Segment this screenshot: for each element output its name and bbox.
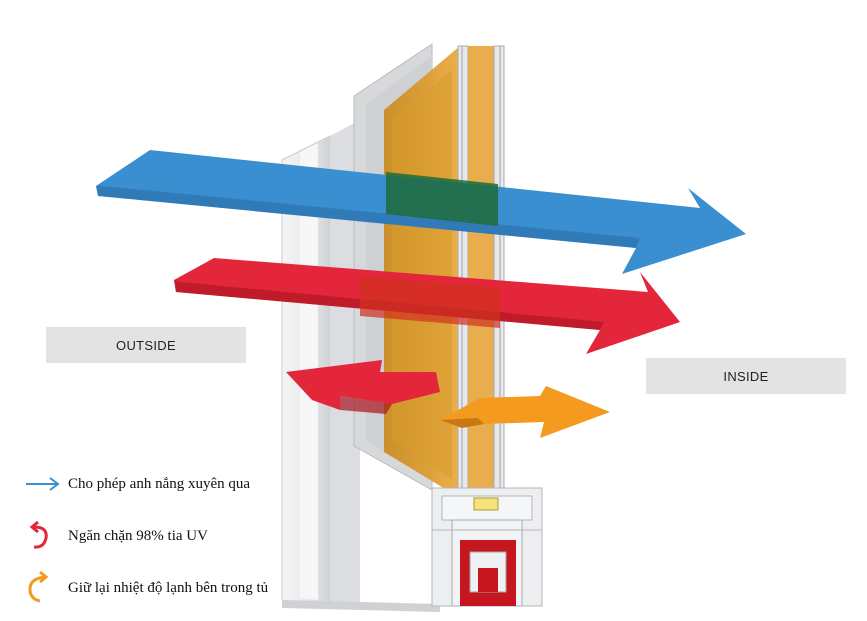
outside-label: OUTSIDE	[46, 327, 246, 363]
legend-item-cold: Giữ lại nhiệt độ lạnh bên trong tủ	[24, 571, 269, 603]
blue-arrow-right-icon	[24, 470, 64, 498]
orange-cool-arrow	[440, 386, 610, 438]
orange-curved-arrow-icon	[24, 571, 64, 603]
blue-light-arrow	[96, 150, 746, 274]
red-reflect-arrow	[286, 360, 440, 414]
legend-label: Giữ lại nhiệt độ lạnh bên trong tủ	[68, 579, 269, 596]
red-curved-arrow-icon	[24, 521, 64, 550]
legend-label: Ngăn chặn 98% tia UV	[68, 527, 208, 544]
frame-profile-cross-section	[431, 487, 543, 607]
legend-label: Cho phép anh nắng xuyên qua	[68, 475, 251, 492]
red-uv-arrow	[174, 258, 680, 354]
legend-item-light: Cho phép anh nắng xuyên qua	[24, 470, 250, 498]
inside-label: INSIDE	[646, 358, 846, 394]
legend-item-uv: Ngăn chặn 98% tia UV	[24, 521, 208, 550]
